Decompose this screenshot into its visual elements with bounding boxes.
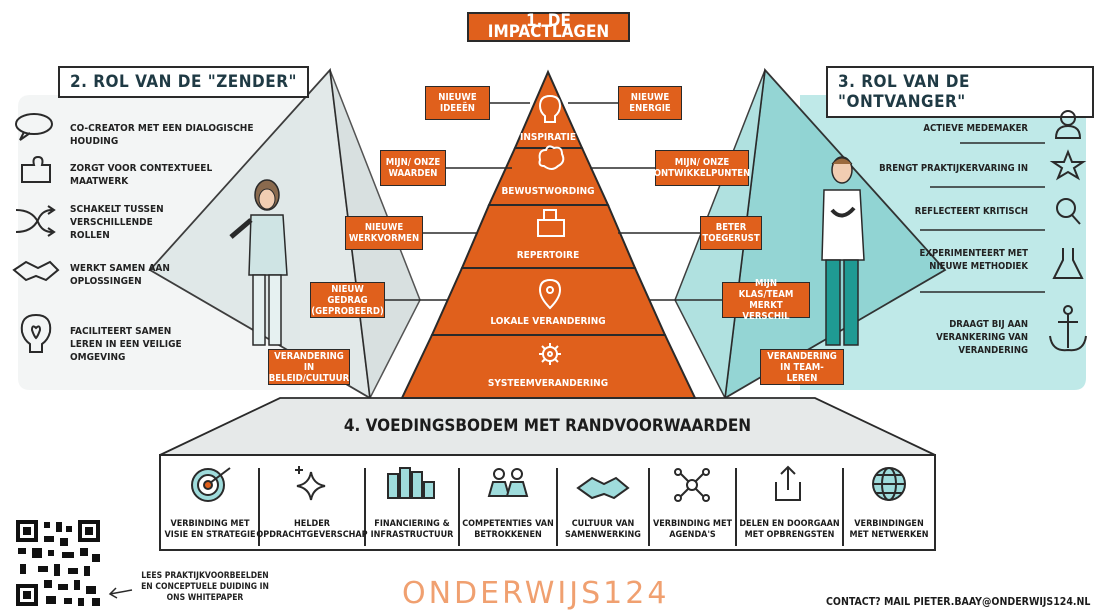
puzzle-piece-icon [21, 155, 51, 183]
layer-label-systeemverandering: SYSTEEMVERANDERING [487, 378, 609, 389]
zender-item-1: CO-CREATOR MET EEN DIALOGISCHE HOUDING [70, 123, 254, 147]
foundation-box [159, 454, 936, 551]
zender-item-2: ZORGT VOOR CONTEXTUEEL MAATWERK [70, 163, 213, 187]
outcome-left-bewustwording: MIJN/ ONZE WAARDEN [380, 150, 446, 186]
ontvanger-item-5: DRAAGT BIJ AAN VERANKERING VAN VERANDERI… [936, 319, 1028, 356]
handshake-icon [576, 476, 630, 500]
foundation-item-3: FINANCIERING & INFRASTRUCTUUR [370, 519, 454, 540]
arrow-icon [108, 587, 133, 599]
pyramid-icons [537, 94, 565, 365]
zender-item-3: SCHAKELT TUSSEN VERSCHILLENDE ROLLEN [70, 204, 164, 241]
gear-icon [539, 343, 561, 365]
foundation-icons [191, 465, 906, 502]
foundation-item-1: VERBINDING MET VISIE EN STRATEGIE [164, 519, 256, 540]
outcome-right-repertoire: BETER TOEGERUST [700, 216, 762, 250]
person-icon [1054, 110, 1082, 139]
outcome-left-systeemverandering: VERANDERING IN BELEID/CULTUUR [268, 349, 350, 385]
toolbox-icon [537, 209, 565, 237]
contact-email[interactable]: CONTACT? MAIL PIETER.BAAY@ONDERWIJS124.N… [826, 596, 1091, 608]
foundation-item-8: VERBINDINGEN MET NETWERKEN [849, 519, 929, 540]
zender-title: 2. ROL VAN DE "ZENDER" [58, 66, 309, 98]
layer-label-lokale-verandering: LOKALE VERANDERING [490, 316, 606, 327]
zender-person-illustration [229, 179, 288, 346]
foundation-title: 4. VOEDINGSBODEM MET RANDVOORWAARDEN [343, 416, 752, 436]
target-icon [191, 467, 231, 502]
outcome-left-repertoire: NIEUWE WERKVORMEN [345, 216, 423, 250]
flask-icon [1052, 248, 1084, 279]
foundation-item-2: HELDER OPDRACHTGEVERSCHAP [256, 519, 368, 540]
location-pin-icon [538, 278, 562, 310]
lightbulb-heart-icon [20, 313, 52, 353]
layer-label-inspiratie: INSPIRATIE [519, 132, 577, 143]
globe-icon [872, 467, 906, 501]
ontvanger-panel [800, 95, 1086, 390]
zender-item-5: FACILITEERT SAMEN LEREN IN EEN VEILIGE O… [70, 326, 182, 363]
share-icon [775, 465, 801, 501]
ontvanger-item-2: BRENGT PRAKTIJKERVARING IN [879, 163, 1028, 174]
qr-code[interactable] [14, 518, 102, 608]
anchor-icon [1049, 305, 1087, 352]
outcome-right-inspiratie: NIEUWE ENERGIE [618, 86, 682, 120]
onderwijs124-logo: ONDERWIJS124 [402, 576, 670, 611]
shuffle-icon [15, 205, 56, 237]
foundation-item-7: DELEN EN DOORGAAN MET OPBRENGSTEN [739, 519, 840, 540]
layer-label-repertoire: REPERTOIRE [516, 250, 580, 261]
ontvanger-title: 3. ROL VAN DE "ONTVANGER" [826, 66, 1094, 118]
outcome-right-systeemverandering: VERANDERING IN TEAM-LEREN [760, 349, 844, 385]
outcome-left-lokale-verandering: NIEUW GEDRAG (GEPROBEERD) [310, 282, 385, 318]
lightbulb-icon [538, 94, 562, 123]
foundation-item-6: VERBINDING MET AGENDA'S [652, 519, 733, 540]
outcome-right-bewustwording: MIJN/ ONZE ONTWIKKELPUNTEN [654, 150, 750, 186]
outcome-left-inspiratie: NIEUWE IDEEËN [425, 86, 490, 120]
ontvanger-lines-icons [920, 110, 1087, 352]
coins-icon [387, 467, 435, 499]
people-icon [487, 468, 529, 497]
foundation-item-5: CULTUUR VAN SAMENWERKING [565, 519, 641, 540]
layer-label-bewustwording: BEWUSTWORDING [501, 186, 595, 197]
star-icon [1049, 149, 1087, 181]
sparkle-icon [295, 466, 326, 501]
impactlagen-title: 1. DE IMPACTLAGEN [467, 12, 630, 42]
foundation-item-4: COMPETENTIES VAN BETROKKENEN [462, 519, 554, 540]
ontvanger-item-3: REFLECTEERT KRITISCH [914, 206, 1028, 217]
ontvanger-item-4: EXPERIMENTEERT MET NIEUWE METHODIEK [919, 248, 1028, 272]
outcome-right-lokale-verandering: MIJN KLAS/TEAM MERKT VERSCHIL [722, 278, 810, 322]
network-icon [674, 468, 710, 502]
ontvanger-person-illustration [821, 156, 865, 346]
ontvanger-item-1: ACTIEVE MEDEMAKER [923, 123, 1028, 134]
speech-bubble-icon [15, 113, 53, 141]
qr-note: LEES PRAKTIJKVOORBEELDEN EN CONCEPTUELE … [141, 571, 269, 603]
brain-icon [538, 145, 565, 170]
handshake-icon [12, 260, 60, 282]
zender-item-4: WERKT SAMEN AAN OPLOSSINGEN [70, 263, 170, 287]
magnifier-icon [1056, 198, 1081, 225]
zender-icons [12, 113, 60, 353]
